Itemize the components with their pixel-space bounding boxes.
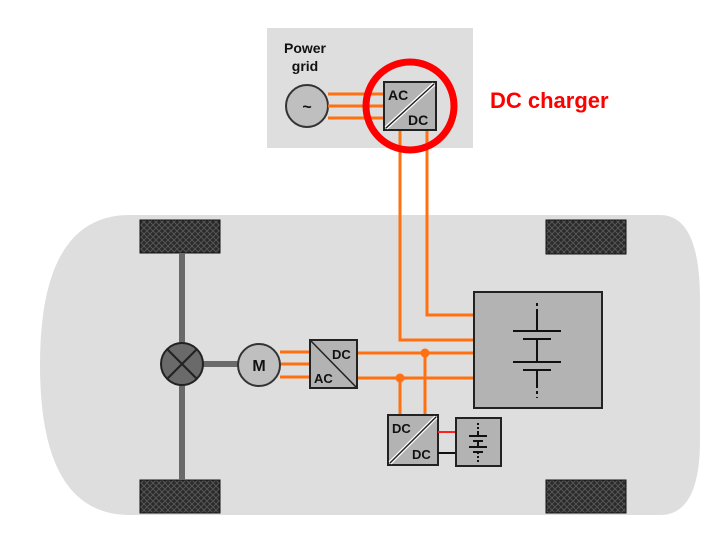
aux-battery xyxy=(455,417,502,467)
traction-battery xyxy=(473,291,603,409)
car-body xyxy=(40,215,700,515)
svg-text:M: M xyxy=(252,358,265,375)
svg-text:~: ~ xyxy=(302,99,311,116)
differential-icon xyxy=(160,342,204,386)
inverter: DC AC xyxy=(309,339,358,389)
dc-charger-callout: DC charger xyxy=(490,88,609,113)
svg-text:DC: DC xyxy=(408,112,428,128)
svg-text:AC: AC xyxy=(388,87,408,103)
highlight-circle xyxy=(362,58,458,154)
wheel-front-right xyxy=(545,219,627,255)
junction-dot xyxy=(420,348,430,358)
power-grid-label-2: grid xyxy=(292,58,318,74)
svg-text:AC: AC xyxy=(314,371,333,386)
wheel-rear-left xyxy=(139,479,221,514)
charger-converter: AC DC xyxy=(383,81,437,131)
power-grid-label: Power xyxy=(284,40,327,56)
svg-text:DC: DC xyxy=(392,421,411,436)
power-lines xyxy=(280,92,474,415)
dcdc-converter: DC DC xyxy=(387,414,439,466)
junction-dot xyxy=(395,373,405,383)
motor-icon: M xyxy=(237,343,281,387)
ac-source-icon: ~ xyxy=(285,84,329,128)
svg-text:DC: DC xyxy=(332,347,351,362)
svg-text:DC: DC xyxy=(412,447,431,462)
wheel-front-left xyxy=(139,219,221,254)
wheel-rear-right xyxy=(545,479,627,514)
